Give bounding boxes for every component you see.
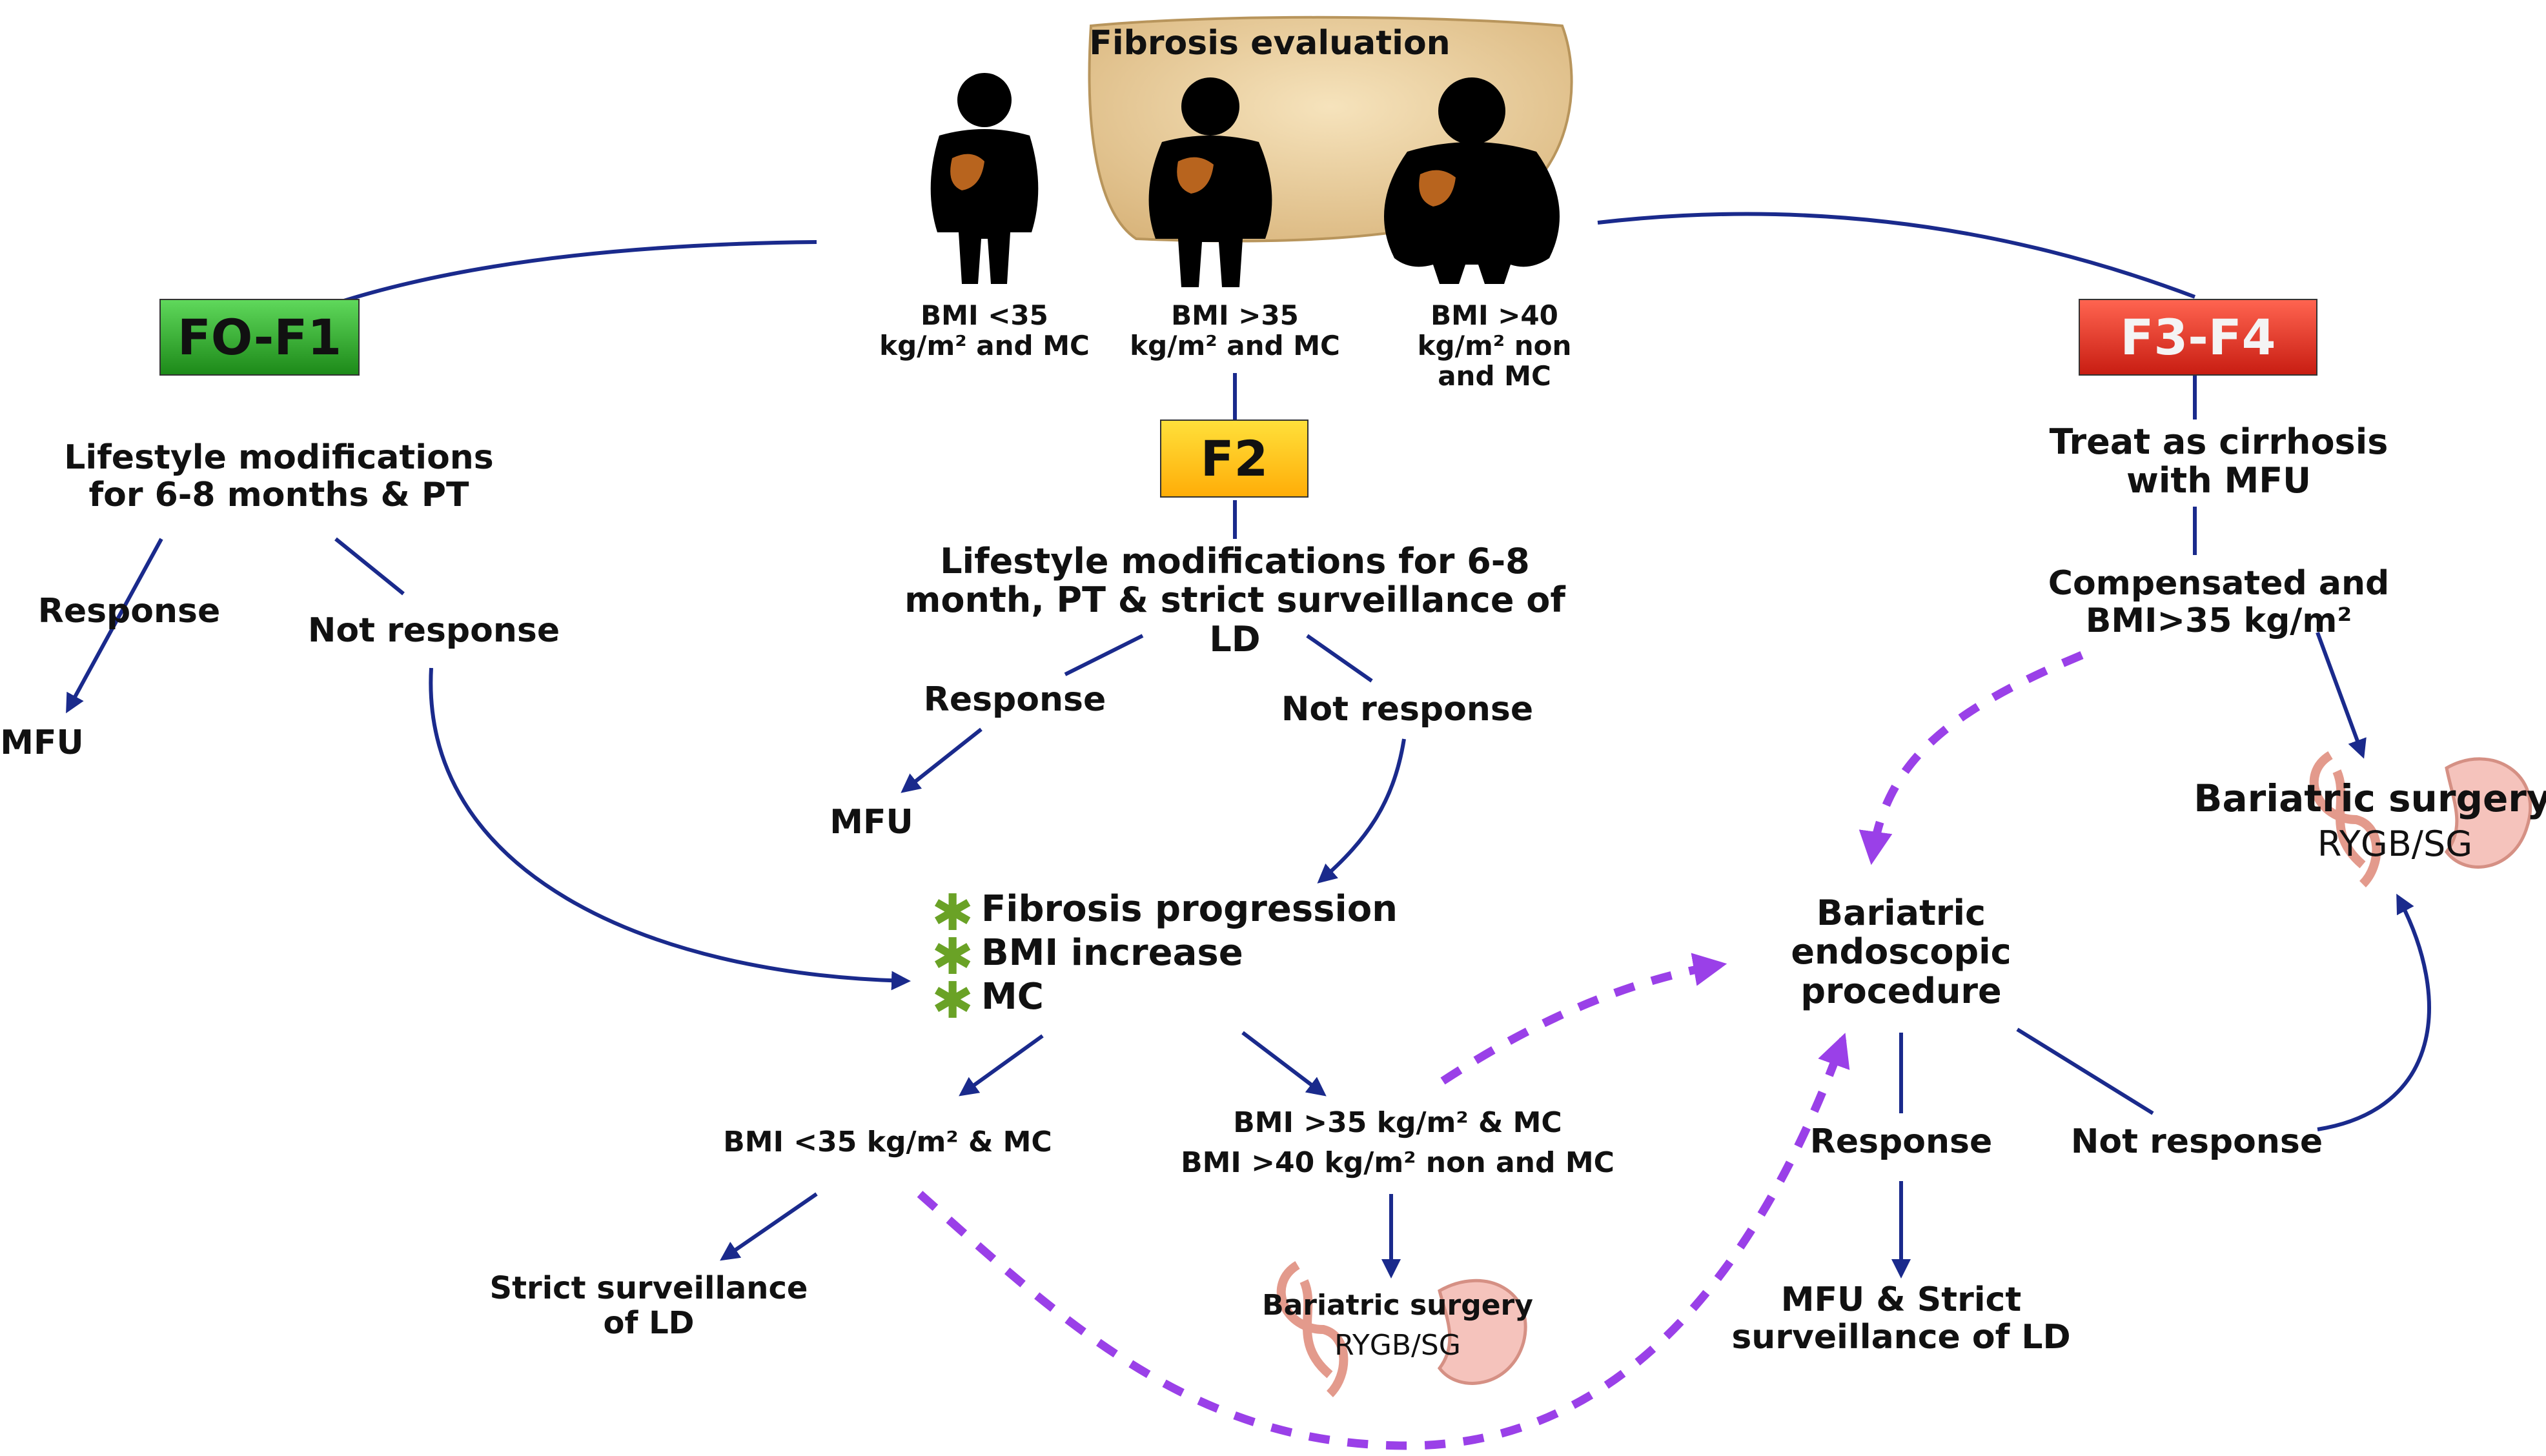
fibrosis-progression-label: Fibrosis progression (981, 888, 1398, 930)
stage-f3-f4-box: F3-F4 (2079, 299, 2317, 376)
middle-rygb-sg-label: RYGB/SG (1334, 1329, 1461, 1362)
bmi-increase-label: BMI increase (981, 932, 1243, 974)
compensated-label: Compensated and BMI>35 kg/m² (2048, 564, 2390, 641)
person-icon (930, 73, 1039, 284)
left-not-response-label: Not response (307, 611, 560, 650)
bmi-lt35-mc-label: BMI <35 kg/m² and MC (879, 299, 1090, 362)
person-icon (1148, 77, 1272, 287)
star-icon: ✱ (932, 884, 974, 942)
treat-cirrhosis-label: Treat as cirrhosis with MFU (2049, 421, 2388, 501)
stomach-icon (2309, 751, 2532, 887)
bmi-gt40-outcome-label: BMI >40 kg/m² non and MC (1181, 1146, 1614, 1179)
mc-label: MC (981, 976, 1044, 1018)
left-mfu-label: MFU (0, 723, 84, 762)
middle-response-label: Response (923, 680, 1106, 719)
middle-not-response-label: Not response (1281, 690, 1534, 729)
person-icon (1384, 77, 1560, 284)
bmi-gt35-outcome-label: BMI >35 kg/m² & MC (1233, 1106, 1562, 1139)
mfu-strict-label: MFU & Strict surveillance of LD (1731, 1280, 2071, 1357)
left-lifestyle-label: Lifestyle modifications for 6-8 months &… (64, 438, 494, 515)
bariatric-endoscopic-label: Bariatric endoscopic procedure (1791, 893, 2011, 1011)
bmi-lt35-outcome-label: BMI <35 kg/m² & MC (723, 1126, 1052, 1158)
left-response-label: Response (37, 592, 221, 631)
strict-surveillance-label: Strict surveillance of LD (489, 1270, 808, 1341)
stage-f0-f1-box: FO-F1 (159, 299, 360, 376)
right-bariatric-surgery-label: Bariatric surgery (2194, 776, 2546, 820)
bmi-gt35-mc-label: BMI >35 kg/m² and MC (1130, 299, 1340, 362)
star-icon: ✱ (932, 972, 974, 1030)
bmi-gt40-label: BMI >40 kg/m² non and MC (1417, 299, 1572, 392)
right-not-response-label: Not response (2070, 1122, 2323, 1161)
right-rygb-sg-label: RYGB/SG (2317, 824, 2473, 864)
right-response-label: Response (1809, 1122, 1993, 1161)
stage-f2-box: F2 (1160, 420, 1309, 498)
middle-lifestyle-label: Lifestyle modifications for 6-8 month, P… (904, 541, 1565, 660)
star-icon: ✱ (932, 928, 974, 986)
middle-mfu-label: MFU (830, 803, 913, 842)
stomach-icon (1276, 1261, 1527, 1397)
fibrosis-evaluation-label: Fibrosis evaluation (1089, 24, 1451, 63)
middle-bariatric-surgery-label: Bariatric surgery (1262, 1289, 1533, 1322)
